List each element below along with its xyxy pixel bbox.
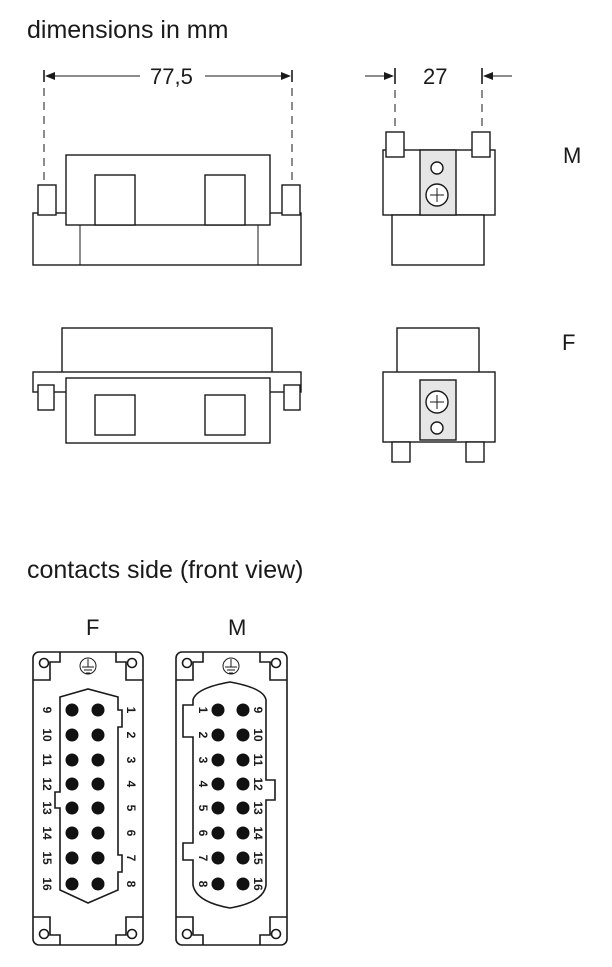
female-side-view bbox=[32, 327, 302, 444]
contact-pin bbox=[211, 877, 225, 891]
pin-number: 4 bbox=[124, 781, 138, 788]
pin-number: 11 bbox=[40, 754, 54, 767]
pin-number: 2 bbox=[196, 732, 210, 739]
pin-number: 10 bbox=[251, 728, 265, 742]
contact-pin bbox=[236, 728, 250, 742]
contact-pin bbox=[91, 877, 105, 891]
view-label-male: M bbox=[563, 143, 581, 168]
pin-number: 7 bbox=[124, 855, 138, 862]
face-label-male: M bbox=[228, 615, 246, 640]
contact-pin bbox=[211, 777, 225, 791]
earth-symbol-male bbox=[222, 657, 240, 675]
contact-pin bbox=[91, 801, 105, 815]
width-dimension: 77,5 bbox=[43, 64, 293, 200]
contact-pin bbox=[236, 826, 250, 840]
contact-pin bbox=[65, 877, 79, 891]
depth-value: 27 bbox=[423, 64, 447, 89]
contact-pin bbox=[91, 728, 105, 742]
pin-layer: 9 1 10 2 11 3 12 4 13 5 14 6 15 7 16 8 1 9 2 10 3 11 4 12 5 13 6 14… bbox=[40, 703, 265, 891]
contact-pin bbox=[211, 801, 225, 815]
contact-pin bbox=[236, 851, 250, 865]
width-value: 77,5 bbox=[150, 64, 193, 89]
pin-number: 8 bbox=[196, 881, 210, 888]
pin-number: 2 bbox=[124, 732, 138, 739]
contact-pin bbox=[211, 753, 225, 767]
pin-number: 16 bbox=[40, 877, 54, 891]
view-label-female: F bbox=[562, 330, 575, 355]
pin-number: 5 bbox=[124, 805, 138, 812]
pin-number: 10 bbox=[40, 728, 54, 742]
pin-number: 12 bbox=[40, 777, 54, 791]
contact-pin bbox=[65, 703, 79, 717]
pin-number: 6 bbox=[196, 830, 210, 837]
contact-pin bbox=[91, 753, 105, 767]
contact-pin bbox=[236, 753, 250, 767]
contact-pin bbox=[211, 826, 225, 840]
contact-pin bbox=[65, 728, 79, 742]
male-side-view bbox=[32, 154, 302, 266]
pin-number: 1 bbox=[124, 707, 138, 714]
contact-pin bbox=[211, 728, 225, 742]
contact-pin bbox=[211, 851, 225, 865]
pin-number: 15 bbox=[40, 851, 54, 865]
pin-number: 3 bbox=[124, 757, 138, 764]
contact-pin bbox=[91, 703, 105, 717]
pin-number: 12 bbox=[251, 777, 265, 791]
contact-pin bbox=[91, 826, 105, 840]
male-end-view bbox=[382, 131, 496, 266]
earth-symbol-female bbox=[79, 657, 97, 675]
pin-number: 7 bbox=[196, 855, 210, 862]
pin-number: 8 bbox=[124, 881, 138, 888]
contact-pin bbox=[65, 753, 79, 767]
female-contact-face bbox=[32, 651, 144, 946]
contact-pin bbox=[91, 777, 105, 791]
pin-number: 1 bbox=[196, 707, 210, 714]
pin-number: 5 bbox=[196, 805, 210, 812]
ground-screw-icon bbox=[430, 161, 444, 175]
pin-number: 13 bbox=[40, 801, 54, 815]
pin-number: 6 bbox=[124, 830, 138, 837]
contacts-title: contacts side (front view) bbox=[27, 556, 304, 584]
contact-pin bbox=[91, 851, 105, 865]
contact-pin bbox=[65, 801, 79, 815]
pin-number: 9 bbox=[40, 707, 54, 714]
contact-pin bbox=[236, 777, 250, 791]
contact-pin bbox=[236, 801, 250, 815]
male-contact-face bbox=[175, 651, 288, 946]
pin-number: 4 bbox=[196, 781, 210, 788]
contact-pin bbox=[236, 877, 250, 891]
face-label-female: F bbox=[86, 615, 99, 640]
pin-number: 9 bbox=[251, 707, 265, 714]
pin-number: 16 bbox=[251, 877, 265, 891]
pin-number: 11 bbox=[251, 754, 265, 767]
pin-number: 15 bbox=[251, 851, 265, 865]
ground-screw-icon bbox=[430, 421, 444, 435]
contact-pin bbox=[65, 826, 79, 840]
female-end-view bbox=[382, 327, 496, 463]
pin-number: 3 bbox=[196, 757, 210, 764]
pin-number: 14 bbox=[40, 826, 54, 840]
contact-pin bbox=[211, 703, 225, 717]
contact-pin bbox=[65, 851, 79, 865]
pin-number: 14 bbox=[251, 826, 265, 840]
contact-pin bbox=[236, 703, 250, 717]
dimensions-title: dimensions in mm bbox=[27, 16, 228, 44]
pin-number: 13 bbox=[251, 801, 265, 815]
contact-pin bbox=[65, 777, 79, 791]
